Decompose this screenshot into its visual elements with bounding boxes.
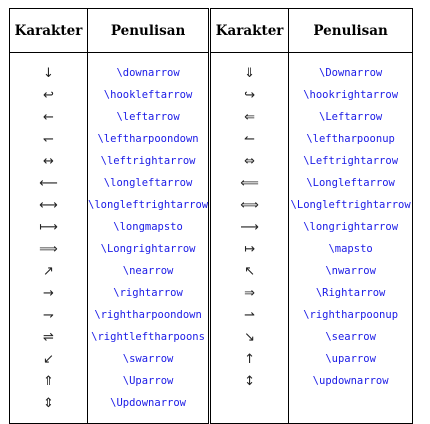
command-cell: \Downarrow xyxy=(319,67,383,79)
command-cell: \Longleftarrow xyxy=(306,177,395,189)
command-cell: \rightharpoondown xyxy=(87,304,212,326)
table-row: ⟹\Longrightarrow↦ \mapsto xyxy=(9,238,413,260)
header-karakter-2: Karakter xyxy=(209,8,290,53)
symbol-cell: ↙ xyxy=(9,348,88,370)
arrow-symbols-table-container: Karakter Penulisan Karakter Penulisan ↓\… xyxy=(9,8,414,424)
table-row: →\rightarrow⇒ \Rightarrow xyxy=(9,282,413,304)
command-cell: \uparrow xyxy=(325,353,376,365)
command-cell: \leftharpoondown xyxy=(87,128,212,150)
symbol-cell: ⇁ xyxy=(9,304,88,326)
table-body: ↓\downarrow⇓ \Downarrow ↩\hookleftarrow↪ \h… xyxy=(9,52,413,424)
table-spacer-row xyxy=(9,52,413,62)
symbol-cell xyxy=(209,392,290,414)
table-row: ↙\swarrow↑ \uparrow xyxy=(9,348,413,370)
command-cell: \Uparrow xyxy=(87,370,212,392)
symbol-cell: ↗ xyxy=(9,260,88,282)
table-header-row: Karakter Penulisan Karakter Penulisan xyxy=(9,8,413,53)
command-cell: \swarrow xyxy=(87,348,212,370)
command-cell: \downarrow xyxy=(87,62,212,84)
symbol-cell: ↪ xyxy=(209,84,290,106)
command-cell: \rightarrow xyxy=(87,282,212,304)
command-cell: \rightharpoonup xyxy=(303,309,399,321)
symbol-cell: ↑ xyxy=(209,348,290,370)
header-penulisan-2: Penulisan xyxy=(288,8,413,53)
command-cell: \rightleftharpoons xyxy=(87,326,212,348)
command-cell: \longrightarrow xyxy=(303,221,399,233)
symbol-cell: ⟹ xyxy=(9,238,88,260)
command-cell: \Leftarrow xyxy=(319,111,383,123)
header-karakter-1: Karakter xyxy=(9,8,88,53)
symbol-cell: ⟼ xyxy=(9,216,88,238)
table-row: ⇑\Uparrow↕ \updownarrow xyxy=(9,370,413,392)
command-cell xyxy=(289,392,413,414)
symbol-cell: ↔ xyxy=(9,150,88,172)
command-cell: \updownarrow xyxy=(312,375,389,387)
command-cell: \searrow xyxy=(325,331,376,343)
table-row: ↗\nearrow↖ \nwarrow xyxy=(9,260,413,282)
symbol-cell: ↖ xyxy=(209,260,290,282)
table-row: ⟷\longleftrightarrow⟺\Longleftrightarrow xyxy=(9,194,413,216)
command-cell: \hookleftarrow xyxy=(87,84,212,106)
table-row: ⇌\rightleftharpoons↘ \searrow xyxy=(9,326,413,348)
symbol-cell: ← xyxy=(9,106,88,128)
command-cell: \Longleftrightarrow xyxy=(290,199,411,211)
symbol-cell: ↩ xyxy=(9,84,88,106)
command-cell: \longleftarrow xyxy=(87,172,212,194)
symbol-cell: ⇕ xyxy=(9,392,88,414)
symbol-cell: ⟸ xyxy=(209,172,290,194)
table-spacer-row xyxy=(9,414,413,424)
command-cell: \leftarrow xyxy=(87,106,212,128)
table-row: ↩\hookleftarrow↪ \hookrightarrow xyxy=(9,84,413,106)
header-penulisan-1: Penulisan xyxy=(87,8,212,53)
table-row: ⟵\longleftarrow⟸ \Longleftarrow xyxy=(9,172,413,194)
command-cell: \Rightarrow xyxy=(315,287,386,299)
command-cell: \leftrightarrow xyxy=(87,150,212,172)
symbol-cell: ⇌ xyxy=(9,326,88,348)
command-cell: \nwarrow xyxy=(325,265,376,277)
table-row: ⇁\rightharpoondown⇀ \rightharpoonup xyxy=(9,304,413,326)
symbol-cell: ⇑ xyxy=(9,370,88,392)
symbol-cell: ⇔ xyxy=(209,150,290,172)
table-row: ↽\leftharpoondown↼ \leftharpoonup xyxy=(9,128,413,150)
symbol-cell: → xyxy=(9,282,88,304)
command-cell: \longmapsto xyxy=(87,216,212,238)
command-cell: \hookrightarrow xyxy=(303,89,399,101)
symbol-cell: ↘ xyxy=(209,326,290,348)
table-row: ↔\leftrightarrow⇔ \Leftrightarrow xyxy=(9,150,413,172)
table-row: ⟼\longmapsto⟶ \longrightarrow xyxy=(9,216,413,238)
command-cell: \nearrow xyxy=(87,260,212,282)
symbol-cell: ⟵ xyxy=(9,172,88,194)
arrow-symbols-table: Karakter Penulisan Karakter Penulisan ↓\… xyxy=(9,8,414,424)
symbol-cell: ↽ xyxy=(9,128,88,150)
table-row: ↓\downarrow⇓ \Downarrow xyxy=(9,62,413,84)
symbol-cell: ↕ xyxy=(209,370,290,392)
symbol-cell: ↼ xyxy=(209,128,290,150)
symbol-cell: ⟺ xyxy=(209,194,290,216)
table-row: ⇕\Updownarrow xyxy=(9,392,413,414)
symbol-cell: ⇓ xyxy=(209,62,290,84)
command-cell: \leftharpoonup xyxy=(306,133,395,145)
symbol-cell: ⇐ xyxy=(209,106,290,128)
symbol-cell: ⇒ xyxy=(209,282,290,304)
command-cell: \Updownarrow xyxy=(87,392,212,414)
symbol-cell: ⟷ xyxy=(9,194,88,216)
command-cell: \Leftrightarrow xyxy=(303,155,399,167)
symbol-cell: ⇀ xyxy=(209,304,290,326)
symbol-cell: ↓ xyxy=(9,62,88,84)
command-cell: \longleftrightarrow xyxy=(87,194,212,216)
table-row: ←\leftarrow⇐ \Leftarrow xyxy=(9,106,413,128)
command-cell: \Longrightarrow xyxy=(87,238,212,260)
symbol-cell: ⟶ xyxy=(209,216,290,238)
command-cell: \mapsto xyxy=(328,243,373,255)
symbol-cell: ↦ xyxy=(209,238,290,260)
